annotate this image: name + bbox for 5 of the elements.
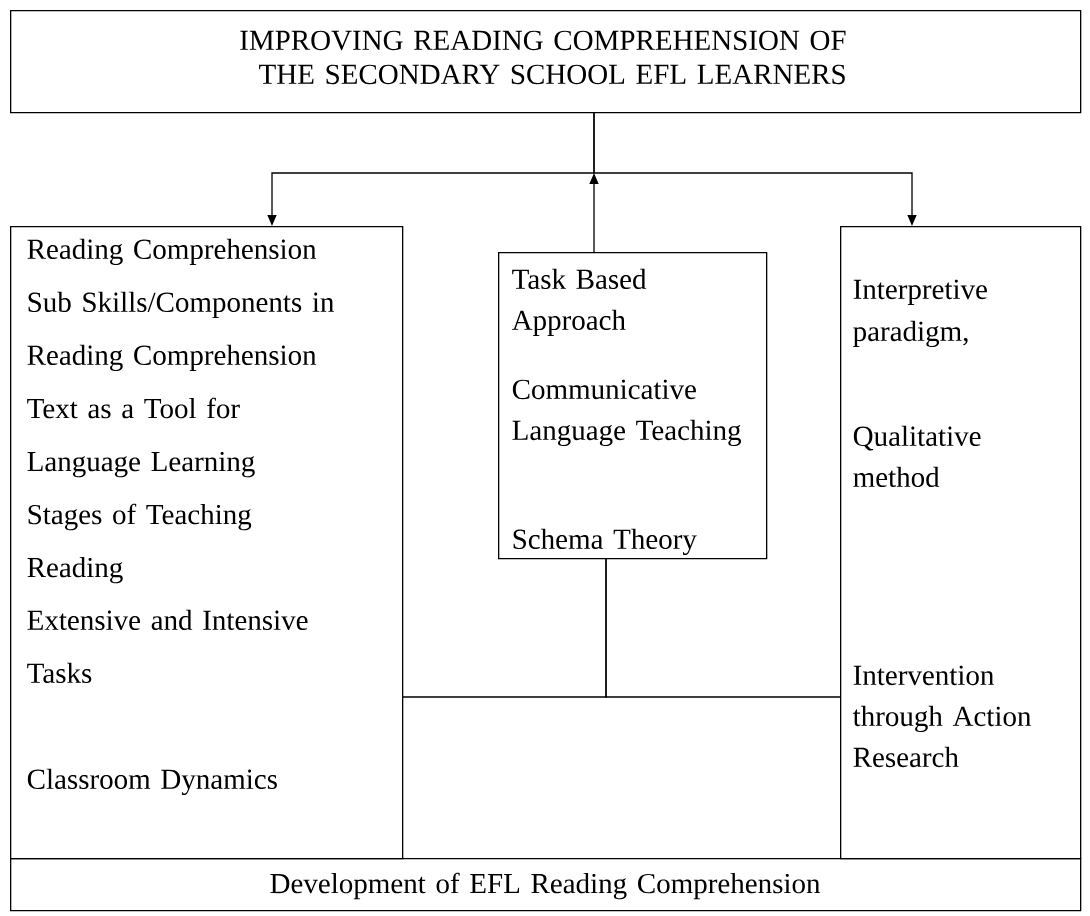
text-box: Reading Comprehension Sub Skills/Components in Reading Comprehension Text as a Tool for Language Learning Stages of Teaching Reading Extensive and Intensive Tasks Classroom Dynamics bbox=[10, 226, 404, 860]
text-box: IMPROVING READING COMPREHENSION OF THE SECONDARY SCHOOL EFL LEARNERS bbox=[10, 10, 1082, 114]
text-box: Development of EFL Reading Comprehension bbox=[10, 858, 1082, 912]
text-box: Interpretive paradigm, Qualitative method Intervention through Action Research bbox=[840, 226, 1082, 860]
text-box: Task Based Approach Communicative Language Teaching Schema Theory bbox=[498, 252, 768, 560]
